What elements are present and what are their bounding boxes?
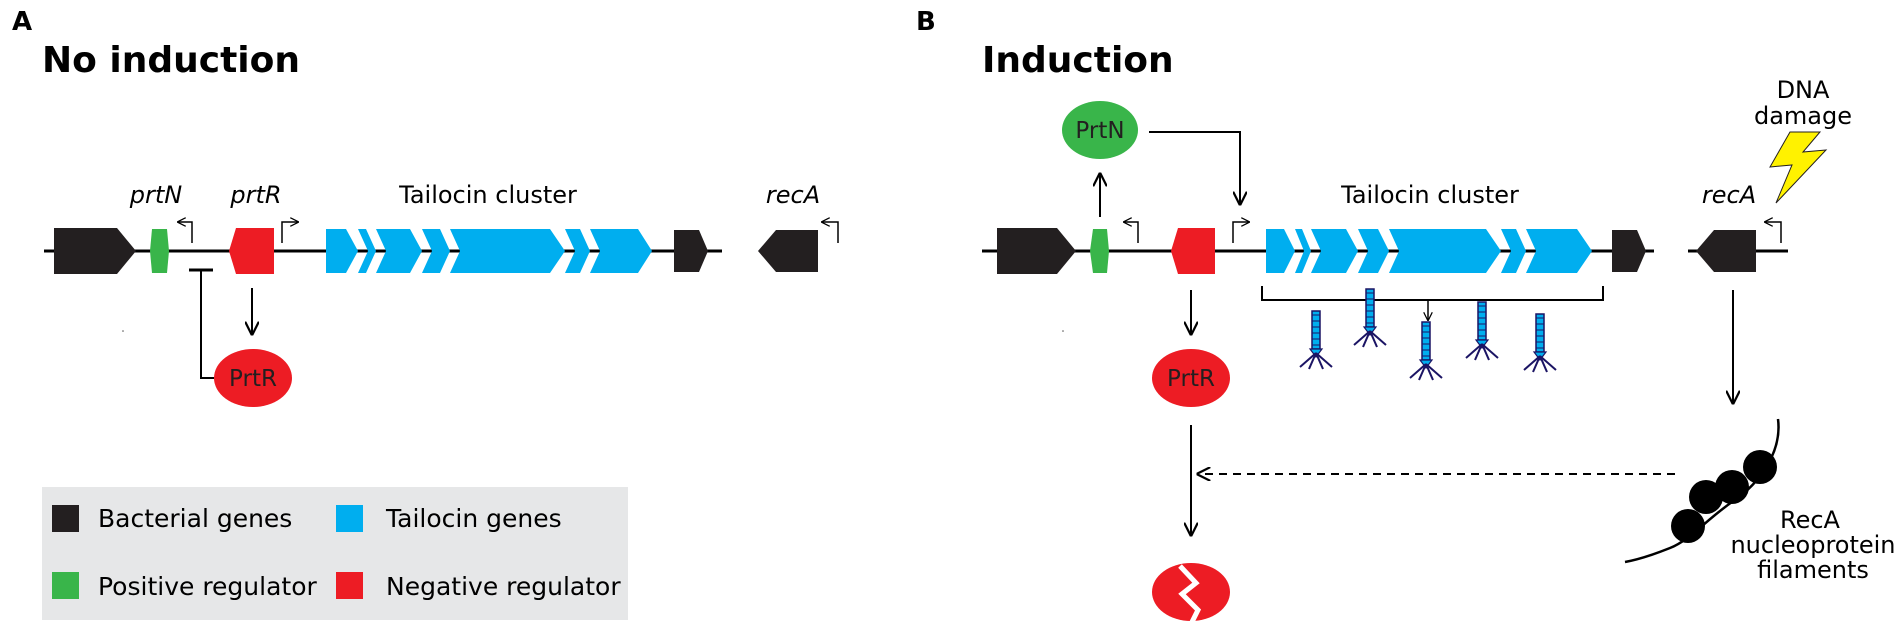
prtn-promoter-a — [178, 222, 193, 243]
legend: Bacterial genes Tailocin genes Positive … — [42, 487, 628, 620]
legend-box — [42, 487, 628, 620]
tailocin-particle — [1409, 321, 1443, 381]
panel-b-title: Induction — [982, 40, 1174, 81]
panel-b-letter: B — [916, 7, 936, 37]
panel-a-title: No induction — [42, 40, 300, 81]
tailocin-particle — [1523, 313, 1557, 373]
dna-damage-line2: damage — [1754, 102, 1852, 130]
stray-dot-b — [1062, 330, 1064, 332]
prtn-protein — [1062, 101, 1138, 159]
cluster-bracket — [1261, 286, 1604, 301]
label-prtn-a: prtN — [129, 181, 183, 209]
legend-swatch-tailocin — [336, 505, 363, 532]
legend-swatch-positive — [52, 572, 79, 599]
reca-filament-line3: filaments — [1757, 556, 1869, 584]
reca-filament-line1: RecA — [1780, 506, 1841, 534]
degraded-prtr — [1152, 563, 1230, 624]
tailocin-particles — [1299, 288, 1557, 381]
reca-filament-line2: nucleoprotein — [1730, 531, 1895, 559]
prtn-gene-a — [150, 229, 169, 273]
stray-dot-a — [122, 330, 124, 332]
panel-b: B Induction Tailocin cluster recA P — [916, 7, 1896, 624]
lightning-bolt-icon — [1769, 131, 1828, 204]
tailocin-genes-b — [1266, 229, 1592, 273]
prtr-gene-a — [229, 228, 274, 274]
legend-label-bacterial: Bacterial genes — [98, 504, 292, 533]
legend-label-negative: Negative regulator — [386, 572, 621, 601]
bacterial-gene-a2 — [674, 230, 708, 272]
prtr-protein-a — [214, 349, 292, 407]
prtr-protein-label-a: PrtR — [229, 366, 277, 392]
reca-filament — [1624, 418, 1780, 564]
prtn-promoter-b — [1124, 222, 1139, 243]
tailocin-particle — [1465, 301, 1499, 361]
panel-a: A No induction prtN prtR Tailocin cluste… — [12, 7, 839, 407]
prtn-gene-b — [1090, 229, 1109, 273]
label-prtr-a: prtR — [229, 181, 281, 209]
tailocin-genes-a — [326, 229, 652, 273]
label-reca-b: recA — [1702, 181, 1756, 209]
bacterial-gene-a1 — [54, 228, 136, 274]
reca-promoter-a — [822, 222, 839, 243]
bacterial-gene-b1 — [997, 228, 1076, 274]
repression-line-a — [200, 270, 214, 379]
tailocin-particle — [1299, 310, 1333, 370]
label-cluster-b: Tailocin cluster — [1340, 181, 1519, 209]
prtr-protein-b — [1152, 349, 1230, 407]
label-cluster-a: Tailocin cluster — [398, 181, 577, 209]
prtr-gene-b — [1171, 228, 1215, 274]
reca-promoter-b — [1765, 222, 1782, 243]
tailocin-particle — [1353, 288, 1387, 348]
prtn-activation-arrow — [1149, 131, 1240, 204]
dna-damage-line1: DNA — [1777, 76, 1830, 104]
panel-a-letter: A — [12, 7, 32, 37]
legend-label-positive: Positive regulator — [98, 572, 318, 601]
legend-swatch-bacterial — [52, 505, 79, 532]
legend-swatch-negative — [336, 572, 363, 599]
reca-gene-b — [1696, 230, 1756, 272]
label-reca-a: recA — [766, 181, 820, 209]
legend-label-tailocin: Tailocin genes — [385, 504, 562, 533]
cluster-promoter-b — [1232, 222, 1249, 243]
reca-gene-a — [758, 230, 818, 272]
prtn-protein-label: PrtN — [1075, 118, 1124, 144]
cluster-promoter-a — [281, 222, 298, 243]
prtr-protein-label-b: PrtR — [1167, 366, 1215, 392]
bacterial-gene-b2 — [1612, 230, 1646, 272]
